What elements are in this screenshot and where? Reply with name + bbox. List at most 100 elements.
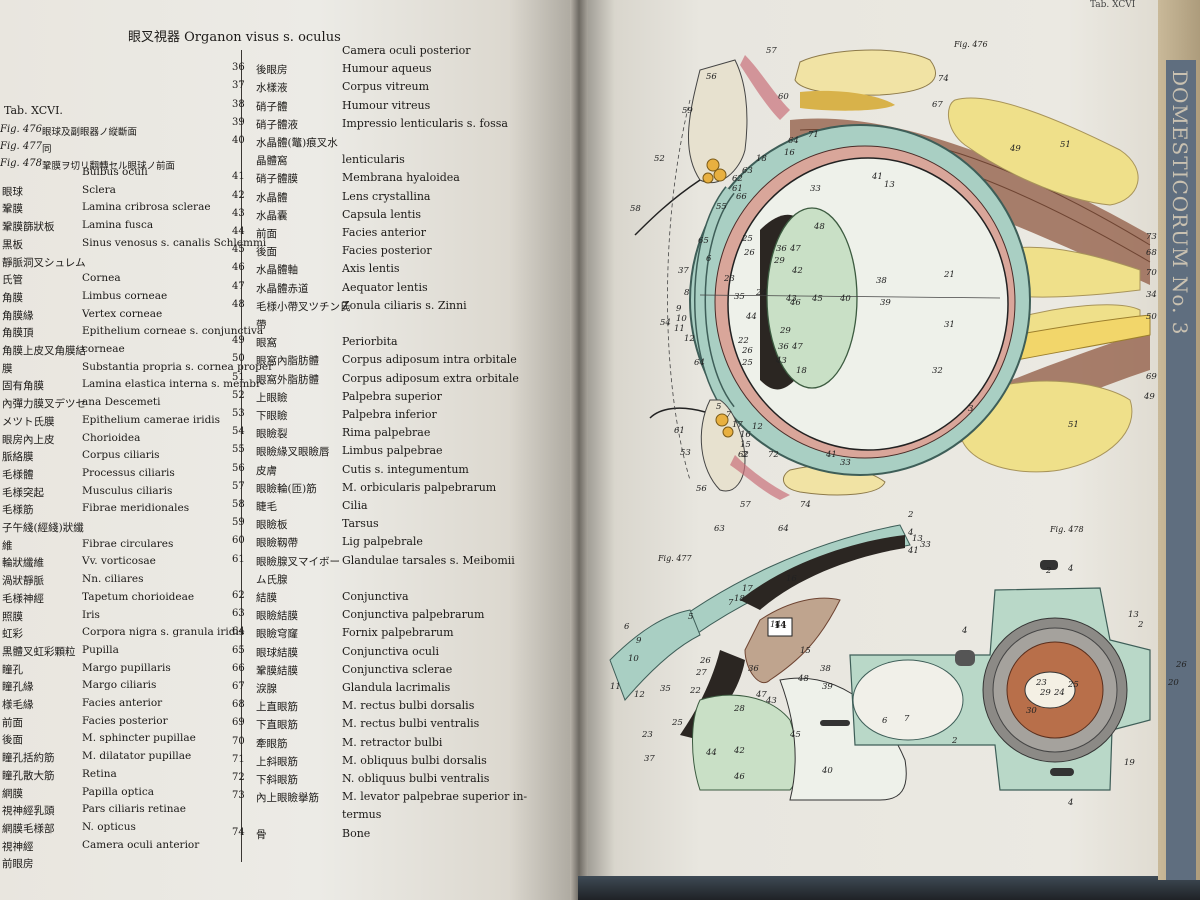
plate-callout-number: 25 — [1068, 680, 1079, 690]
term-latin: Facies anterior — [82, 697, 163, 709]
term-number: 68 — [232, 699, 245, 711]
plate-callout-number: 6 — [624, 622, 630, 632]
term-latin: Corpus ciliaris — [82, 449, 160, 462]
term-latin: Lamina cribrosa sclerae — [82, 201, 211, 214]
plate-callout-number: 50 — [1146, 312, 1157, 322]
plate-callout-number: 22 — [738, 336, 749, 346]
plate-callout-number: 33 — [840, 458, 851, 468]
plate-callout-number: 74 — [800, 500, 811, 510]
term-japanese: 氏管 — [2, 274, 23, 287]
plate-callout-number: 4 — [962, 626, 968, 636]
spine-label-strip — [1166, 60, 1196, 880]
plate-callout-number: 35 — [734, 292, 745, 302]
plate-callout-number: 38 — [820, 664, 831, 674]
term-number: 37 — [232, 80, 245, 92]
term-latin: Margo pupillaris — [82, 661, 171, 674]
term-latin: Conjunctiva oculi — [342, 644, 439, 658]
plate-callout-number: 16 — [784, 148, 795, 158]
column-divider — [241, 50, 242, 862]
figure-caption-text: 同 — [42, 144, 52, 155]
plate-callout-number: 25 — [742, 358, 753, 368]
term-latin: Vertex corneae — [82, 307, 163, 320]
term-latin: Capsula lentis — [342, 207, 422, 221]
term-latin: Membrana hyaloidea — [342, 171, 460, 185]
term-japanese: 硝子體膜 — [256, 173, 298, 186]
plate-callout-number: 13 — [884, 180, 895, 190]
term-japanese: 內彈力膜叉デツセ — [2, 398, 86, 411]
plate-callout-number: 24 — [1054, 688, 1065, 698]
term-japanese: 毛様神經 — [2, 592, 44, 605]
plate-callout-number: 38 — [876, 276, 887, 286]
term-japanese: 帶 — [256, 319, 267, 331]
term-latin: Fibrae circulares — [82, 537, 174, 550]
term-japanese: 虹彩 — [2, 628, 23, 641]
plate-callout-number: 42 — [734, 746, 745, 756]
plate-callout-number: 61 — [732, 184, 743, 194]
plate-callout-number: 64 — [788, 136, 799, 146]
plate-callout-number: 12 — [634, 690, 645, 700]
term-japanese: 瞳孔括約筋 — [2, 752, 55, 765]
plate-callout-number: 69 — [1146, 372, 1157, 382]
plate-callout-number: 74 — [938, 74, 949, 84]
plate-callout-number: 22 — [690, 686, 701, 696]
term-number: 36 — [232, 62, 245, 74]
term-japanese: 眼球結膜 — [256, 646, 298, 659]
plate-callout-number: 56 — [696, 484, 707, 494]
term-number: 63 — [232, 608, 245, 620]
term-japanese: 牽眼筋 — [256, 737, 288, 750]
term-latin: M. obliquus bulbi dorsalis — [342, 753, 487, 767]
term-latin: Limbus palpebrae — [342, 444, 443, 458]
plate-callout-number: 36 — [776, 244, 787, 254]
plate-callout-number: 67 — [932, 100, 943, 110]
term-number: 46 — [232, 262, 245, 274]
plate-callout-number: 52 — [654, 154, 665, 164]
plate-callout-number: 15 — [800, 646, 811, 656]
plate-callout-number: 13 — [1128, 610, 1139, 620]
term-number: 70 — [232, 735, 245, 747]
plate-callout-number: 66 — [736, 192, 747, 202]
plate-callout-number: 31 — [944, 320, 955, 330]
term-japanese: 網膜毛様部 — [2, 822, 55, 835]
fig477-illustration — [609, 524, 911, 801]
term-number: 73 — [232, 790, 245, 802]
term-japanese: 固有角膜 — [2, 380, 44, 393]
term-japanese: 脈絡膜 — [2, 451, 34, 464]
plate-callout-number: 29 — [780, 326, 791, 336]
term-japanese: 角膜緣 — [2, 309, 34, 322]
term-latin: Camera oculi posterior — [342, 44, 471, 57]
plate-callout-number: 16 — [786, 574, 797, 584]
term-number: 39 — [232, 116, 245, 128]
plate-callout-number: 55 — [716, 202, 727, 212]
plate-callout-number: 40 — [822, 766, 833, 776]
plate-callout-number: 17 — [742, 584, 753, 594]
plate-callout-number: 68 — [1146, 248, 1157, 258]
plate-callout-number: 40 — [840, 294, 851, 304]
plate-callout-number: 36 — [748, 664, 759, 674]
plate-callout-number: 32 — [932, 366, 943, 376]
plate-callout-number: 28 — [734, 704, 745, 714]
term-latin: Margo ciliaris — [82, 679, 157, 692]
plate-callout-number: 51 — [1068, 420, 1079, 430]
term-number: 49 — [232, 335, 245, 347]
term-japanese: 眼球 — [2, 185, 23, 198]
plate-header: Tab. XCVI — [1090, 0, 1136, 10]
term-latin: Palpebra superior — [342, 389, 442, 403]
term-japanese: 上眼瞼 — [256, 391, 288, 404]
term-japanese: 眼瞼緣叉眼瞼唇 — [256, 446, 330, 459]
term-latin: Sinus venosus s. canalis Schlemmi — [82, 236, 267, 249]
plate-callout-number: 44 — [746, 312, 757, 322]
plate-callout-number: 24 — [756, 288, 767, 298]
term-number: 57 — [232, 480, 245, 492]
term-number: 42 — [232, 189, 245, 201]
term-japanese: 網膜 — [2, 787, 23, 800]
plate-callout-number: 44 — [706, 748, 717, 758]
plate-callout-number: 27 — [696, 668, 707, 678]
term-latin: Facies anterior — [342, 226, 427, 239]
fig477-box-label: 14 — [774, 621, 787, 631]
plate-callout-number: 2 — [1046, 566, 1052, 576]
term-number: 64 — [232, 626, 245, 638]
plate-callout-number: 5 — [688, 612, 694, 622]
term-number: 59 — [232, 517, 245, 529]
term-number: 56 — [232, 462, 245, 474]
plate-callout-number: 13 — [912, 534, 923, 544]
